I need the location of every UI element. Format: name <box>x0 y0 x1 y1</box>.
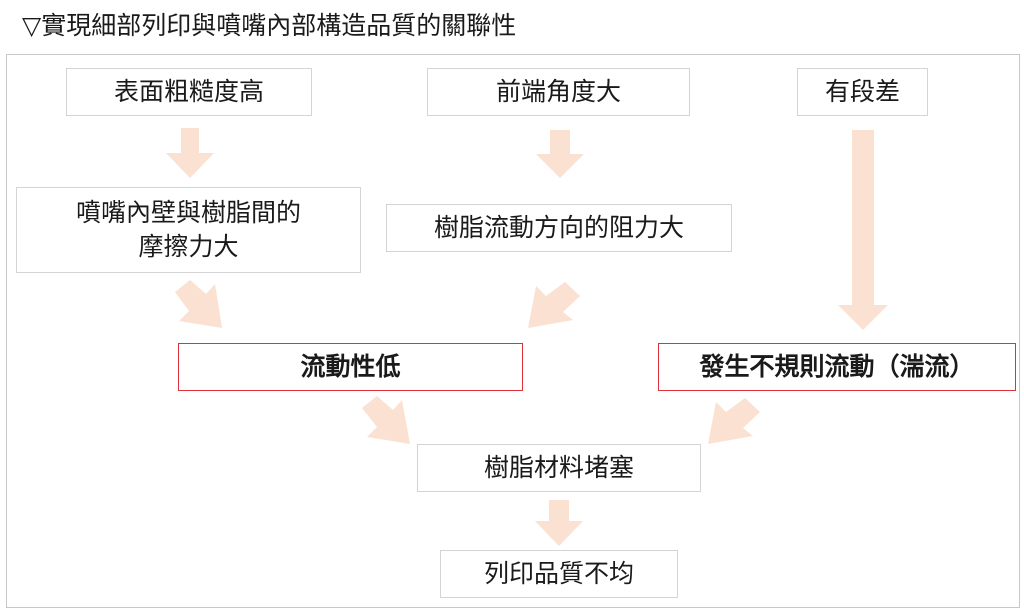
arrow-turbulence-to-clog <box>708 398 760 444</box>
node-tip-angle: 前端角度大 <box>427 68 690 116</box>
arrow-clog-to-uneven <box>535 500 583 546</box>
node-friction: 噴嘴內壁與樹脂間的 摩擦力大 <box>16 187 361 273</box>
arrow-lowflow-to-clog <box>362 396 410 444</box>
diagram-frame <box>6 54 1020 608</box>
arrow-resistance-to-lowflow <box>528 282 580 328</box>
node-resistance: 樹脂流動方向的阻力大 <box>386 204 732 252</box>
node-low-flow: 流動性低 <box>178 343 523 391</box>
page-title: ▽實現細部列印與噴嘴內部構造品質的關聯性 <box>22 11 517 40</box>
arrow-friction-to-lowflow <box>175 280 222 328</box>
arrow-step-to-turbulence <box>838 130 888 330</box>
arrow-surface-to-friction <box>166 128 214 178</box>
node-step: 有段差 <box>797 68 928 116</box>
node-uneven-quality: 列印品質不均 <box>440 550 678 598</box>
arrow-tipangle-to-resistance <box>536 130 584 178</box>
node-clog: 樹脂材料堵塞 <box>417 444 701 492</box>
node-surface-roughness: 表面粗糙度高 <box>66 68 312 116</box>
node-turbulence: 發生不規則流動（湍流） <box>658 343 1016 391</box>
